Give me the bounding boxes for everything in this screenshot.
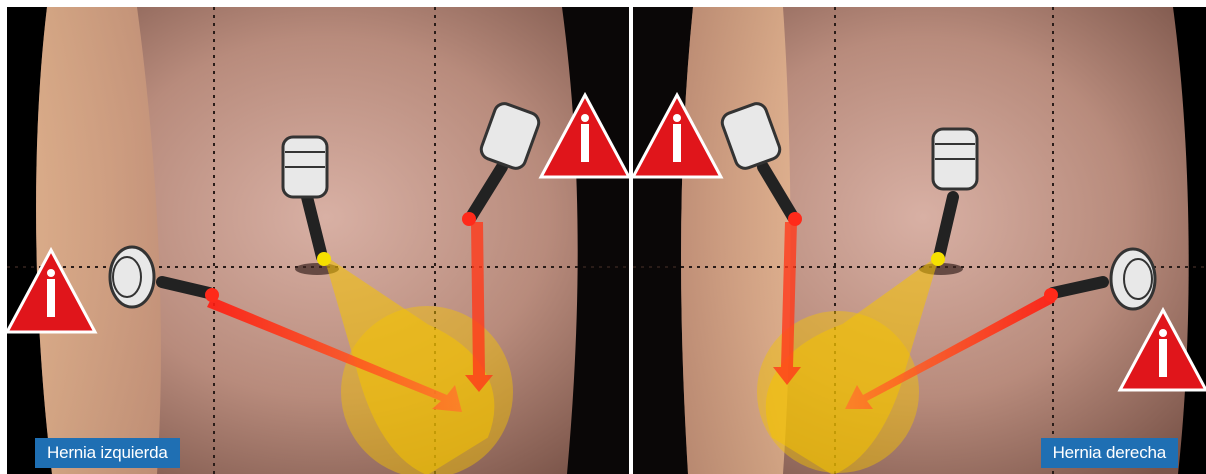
caption-hernia-derecha: Hernia derecha bbox=[1041, 438, 1178, 468]
panel-hernia-izquierda: Hernia izquierda bbox=[7, 7, 629, 474]
abdomen-illustration-right bbox=[633, 7, 1206, 474]
panel-hernia-derecha: Hernia derecha bbox=[633, 7, 1206, 474]
caption-hernia-izquierda: Hernia izquierda bbox=[35, 438, 180, 468]
abdomen-illustration-left bbox=[7, 7, 629, 474]
